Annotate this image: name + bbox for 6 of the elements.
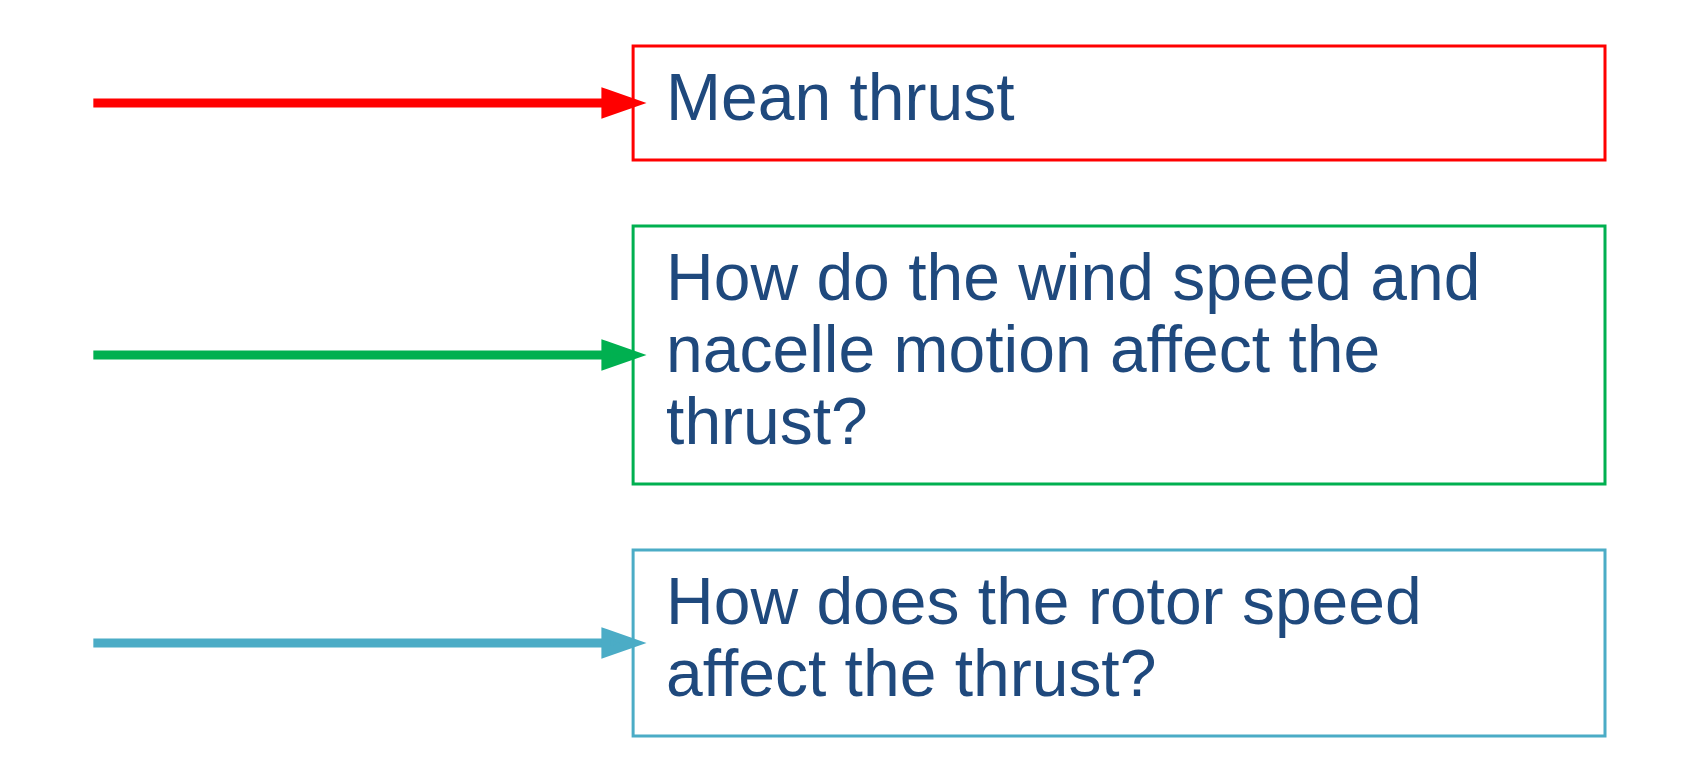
node-box: How do the wind speed and nacelle motion affect the thrust?: [631, 224, 1606, 486]
arrow: [92, 87, 646, 119]
arrow: [92, 339, 646, 371]
node-box: Mean thrust: [631, 44, 1606, 162]
arrow: [92, 627, 646, 659]
node-box: How does the rotor speed affect the thrust?: [631, 548, 1606, 738]
